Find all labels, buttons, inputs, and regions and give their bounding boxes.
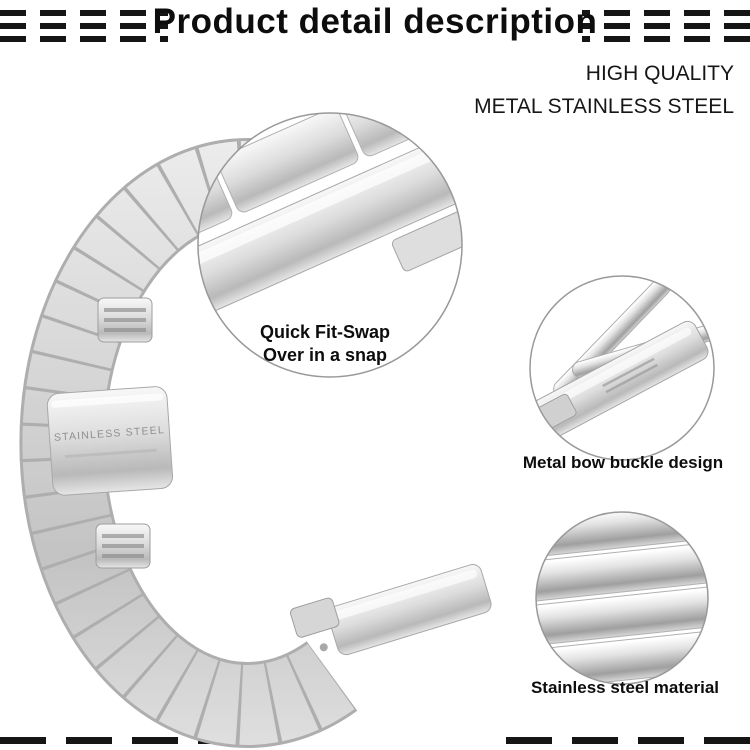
quick-fit-label: Quick Fit-Swap Over in a snap <box>205 321 445 368</box>
callout-circle-material <box>535 511 709 685</box>
quality-tagline: HIGH QUALITY METAL STAINLESS STEEL <box>474 58 734 123</box>
dash-ornament-icon <box>0 23 168 29</box>
dash-ornament-icon <box>0 10 168 16</box>
clasp-pusher-top <box>97 297 153 343</box>
buckle-closeup <box>531 277 714 440</box>
tagline-line-2: METAL STAINLESS STEEL <box>474 94 734 118</box>
band-clasp: STAINLESS STEEL <box>46 386 174 496</box>
buckle-label: Metal bow buckle design <box>522 453 724 472</box>
material-label: Stainless steel material <box>530 678 720 697</box>
callout-circle-quick-fit <box>197 112 463 378</box>
clasp-pusher-bottom <box>95 523 151 569</box>
callout-border <box>529 275 715 461</box>
dash-ornament-icon <box>0 36 168 42</box>
tagline-line-1: HIGH QUALITY <box>585 62 734 85</box>
band-end-connector <box>290 564 492 656</box>
callout-border <box>197 112 463 378</box>
quick-fit-label-line-2: Over in a snap <box>262 345 388 366</box>
page-title: Product detail description <box>152 2 598 41</box>
callout-border <box>535 511 709 685</box>
dash-ornament-icon <box>0 737 248 744</box>
callout-circle-buckle <box>529 275 715 461</box>
quick-fit-label-line-1: Quick Fit-Swap <box>259 322 391 342</box>
